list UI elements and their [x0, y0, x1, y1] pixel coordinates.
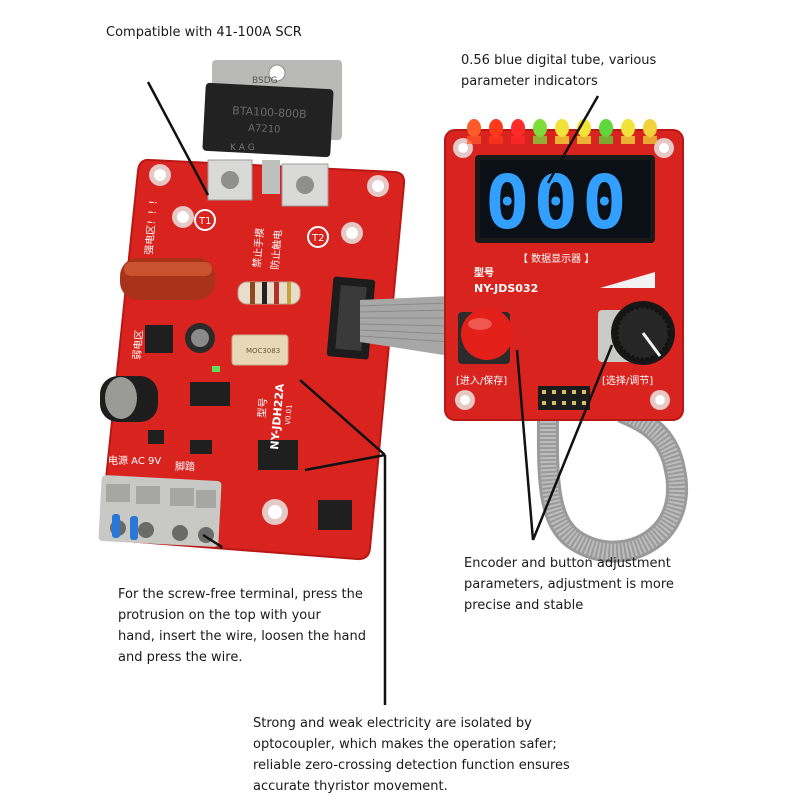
enter-save-label: [进入/保存] — [456, 374, 507, 387]
annotation-line: and press the wire. — [118, 650, 243, 665]
indicator-led-base — [467, 136, 481, 144]
scr-thyristor: BSDG BTA100-800B A7210 K A G — [202, 60, 342, 207]
indicator-led-base — [643, 136, 657, 144]
annotation-line: parameters, adjustment is more — [464, 577, 674, 592]
display-caption: 【 数据显示器 】 — [518, 252, 594, 265]
main-controller-board: T1 T2 强电区！！！ 弱电区 禁止手摸 防止触电 — [99, 158, 406, 561]
svg-text:MOC3083: MOC3083 — [246, 347, 280, 355]
optocoupler-chip: MOC3083 — [231, 334, 289, 366]
annotation-optocoupler: Strong and weak electricity are isolated… — [253, 713, 593, 797]
mounting-hole — [149, 164, 389, 525]
ic-chip — [145, 325, 352, 530]
indicator-led-base — [555, 136, 569, 144]
t2-label: T2 — [311, 233, 324, 244]
indicator-led — [467, 119, 481, 137]
display-model-label: 型号 — [474, 266, 494, 279]
annotation-line: protrusion on the top with your — [118, 608, 321, 623]
indicator-led — [533, 119, 547, 137]
select-adjust-label: [选择/调节] — [602, 374, 653, 387]
main-version: V0.01 — [284, 404, 294, 425]
annotation-line: For the screw-free terminal, press the — [118, 587, 363, 602]
t1-label: T1 — [198, 216, 211, 227]
scr-code: A7210 — [248, 123, 281, 136]
annotation-encoder: Encoder and button adjustment parameters… — [464, 553, 704, 616]
screw-free-terminals — [98, 475, 222, 547]
indicator-led — [555, 119, 569, 137]
indicator-led — [577, 119, 591, 137]
display-control-board: 000 【 数据显示器 】 型号 NY-JDS032 [进入/保存] [选择/调… — [444, 119, 684, 421]
indicator-led-base — [577, 136, 591, 144]
annotation-line: parameter indicators — [461, 74, 598, 89]
display-model: NY-JDS032 — [474, 282, 538, 295]
indicator-led — [599, 119, 613, 137]
annotation-line: Encoder and button adjustment — [464, 556, 671, 571]
indicator-led-base — [533, 136, 547, 144]
indicator-led — [643, 119, 657, 137]
indicator-led-row — [467, 119, 657, 144]
no-shock-label: 防止触电 — [268, 229, 284, 270]
indicator-led — [621, 119, 635, 137]
annotation-line: reliable zero-crossing detection functio… — [253, 758, 570, 773]
electrolytic-capacitor — [100, 323, 215, 422]
indicator-led-base — [511, 136, 525, 144]
annotation-line: accurate thyristor movement. — [253, 779, 448, 794]
enter-save-button[interactable] — [458, 308, 513, 364]
indicator-led-base — [621, 136, 635, 144]
power-resistor — [237, 281, 301, 305]
rotary-encoder-knob[interactable] — [598, 301, 675, 365]
main-model-label: 型号 — [255, 397, 270, 418]
scr-part: BTA100-800B — [232, 104, 307, 121]
annotation-terminal: For the screw-free terminal, press the p… — [118, 584, 386, 668]
annotation-line: precise and stable — [464, 598, 584, 613]
indicator-led — [489, 119, 503, 137]
annotation-display: 0.56 blue digital tube, various paramete… — [461, 50, 691, 92]
indicator-led-base — [599, 136, 613, 144]
annotation-line: hand, insert the wire, loosen the hand — [118, 629, 367, 644]
foot-pedal-label: 脚踏 — [175, 460, 195, 473]
annotation-line: 0.56 blue digital tube, various — [461, 53, 657, 68]
weak-current-label: 弱电区 — [130, 329, 146, 360]
indicator-led — [511, 119, 525, 137]
film-capacitor — [120, 258, 215, 300]
power-label: 电源 AC 9V — [108, 454, 161, 467]
main-model: NY-JDH22A — [268, 383, 287, 451]
annotation-line: Strong and weak electricity are isolated… — [253, 716, 532, 731]
annotation-scr: Compatible with 41-100A SCR — [106, 22, 366, 43]
display-digits: 000 — [485, 160, 631, 246]
annotation-line: Compatible with 41-100A SCR — [106, 25, 302, 40]
no-touch-label: 禁止手摸 — [250, 227, 266, 268]
pin-header — [538, 386, 590, 410]
leader-lines — [146, 81, 614, 705]
scr-pins: K A G — [230, 143, 255, 153]
scr-brand: BSDG — [252, 76, 278, 86]
indicator-led-base — [489, 136, 503, 144]
annotation-line: optocoupler, which makes the operation s… — [253, 737, 557, 752]
